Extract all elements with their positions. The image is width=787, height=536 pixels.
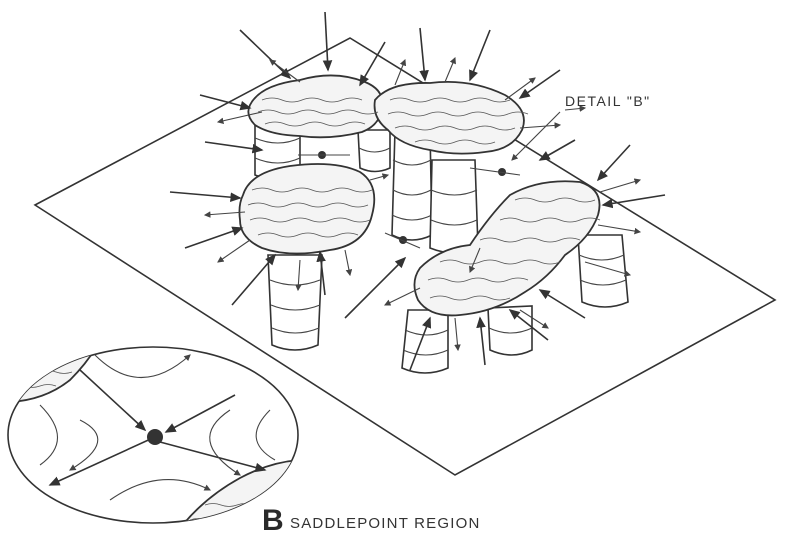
column-front-a — [402, 310, 448, 373]
arrow-outflow — [385, 288, 420, 305]
detail-inset — [0, 340, 300, 535]
arrow-inflow — [240, 30, 290, 78]
arrow-outflow — [505, 78, 535, 100]
arrow-inflow — [598, 145, 630, 180]
blob-middle-left — [239, 164, 374, 254]
arrow-inflow — [200, 95, 250, 108]
arrow-inflow — [480, 318, 485, 365]
arrow-outflow — [218, 240, 250, 262]
arrow-inflow — [325, 12, 328, 70]
column-center-b — [430, 160, 478, 253]
arrow-inflow — [420, 28, 425, 80]
column-left-front — [268, 255, 322, 350]
arrow-inflow — [170, 192, 240, 198]
arrow-outflow — [445, 58, 455, 82]
caption-letter: B — [262, 504, 284, 536]
arrow-inflow — [470, 30, 490, 80]
arrow-outflow — [345, 250, 350, 275]
detail-saddle-point — [147, 429, 163, 445]
arrow-inflow — [540, 290, 585, 318]
caption-text: SADDLEPOINT REGION — [290, 515, 481, 532]
column-right — [578, 235, 628, 307]
arrow-inflow — [540, 140, 575, 160]
arrow-inflow — [360, 42, 385, 85]
arrow-outflow — [520, 125, 560, 128]
arrow-outflow — [598, 225, 640, 232]
arrow-outflow — [395, 60, 405, 85]
arrow-inflow — [345, 258, 405, 318]
arrow-inflow — [185, 228, 242, 248]
blob-top-left — [248, 75, 382, 137]
arrow-outflow — [600, 180, 640, 192]
arrow-inflow — [205, 142, 262, 150]
column-small — [358, 130, 390, 172]
arrow-outflow — [455, 318, 458, 350]
arrow-outflow — [370, 175, 388, 180]
detail-label: DETAIL "B" — [565, 93, 651, 109]
